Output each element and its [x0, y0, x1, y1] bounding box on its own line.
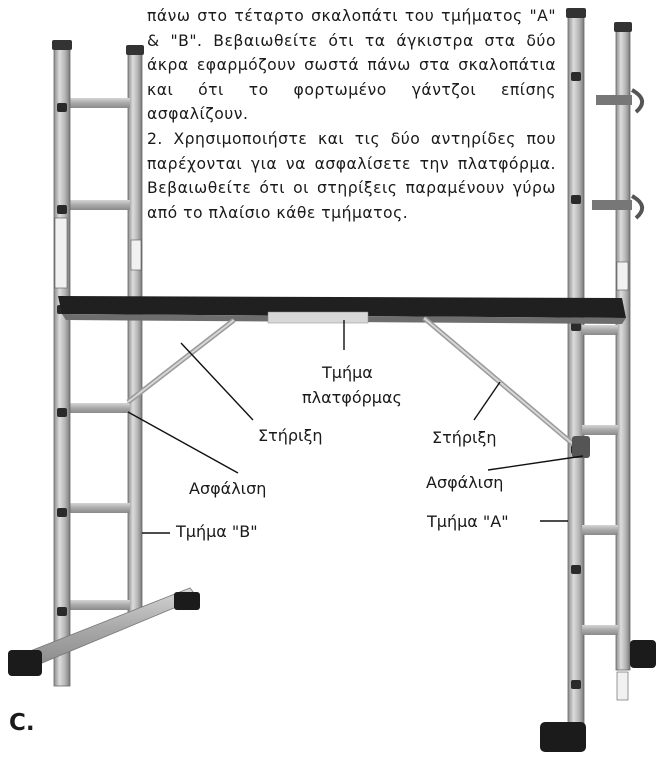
lock-label-left: Ασφάλιση	[189, 479, 267, 498]
instruction-text: πάνω στο τέταρτο σκαλοπάτι του τμήματος …	[147, 4, 556, 226]
section-a-label: Τμήμα "A"	[427, 512, 509, 531]
brace-label-left: Στήριξη	[258, 426, 323, 445]
section-a-ladder	[540, 8, 656, 752]
section-b-label: Τμήμα "B"	[176, 522, 258, 541]
platform-label-line1: Τμήμα	[322, 363, 373, 382]
platform	[58, 296, 626, 324]
section-b-ladder	[8, 40, 200, 687]
lock-label-right: Ασφάλιση	[426, 473, 504, 492]
brace-label-right: Στήριξη	[432, 428, 497, 447]
instruction-paragraph-2: 2. Χρησιμοποιήστε και τις δύο αντηρίδες …	[147, 129, 556, 222]
figure-label: C.	[9, 710, 35, 736]
braces	[126, 316, 590, 458]
leader-lines	[127, 320, 584, 534]
platform-label-line2: πλατφόρμας	[302, 388, 402, 407]
instruction-paragraph-1: πάνω στο τέταρτο σκαλοπάτι του τμήματος …	[147, 7, 556, 124]
